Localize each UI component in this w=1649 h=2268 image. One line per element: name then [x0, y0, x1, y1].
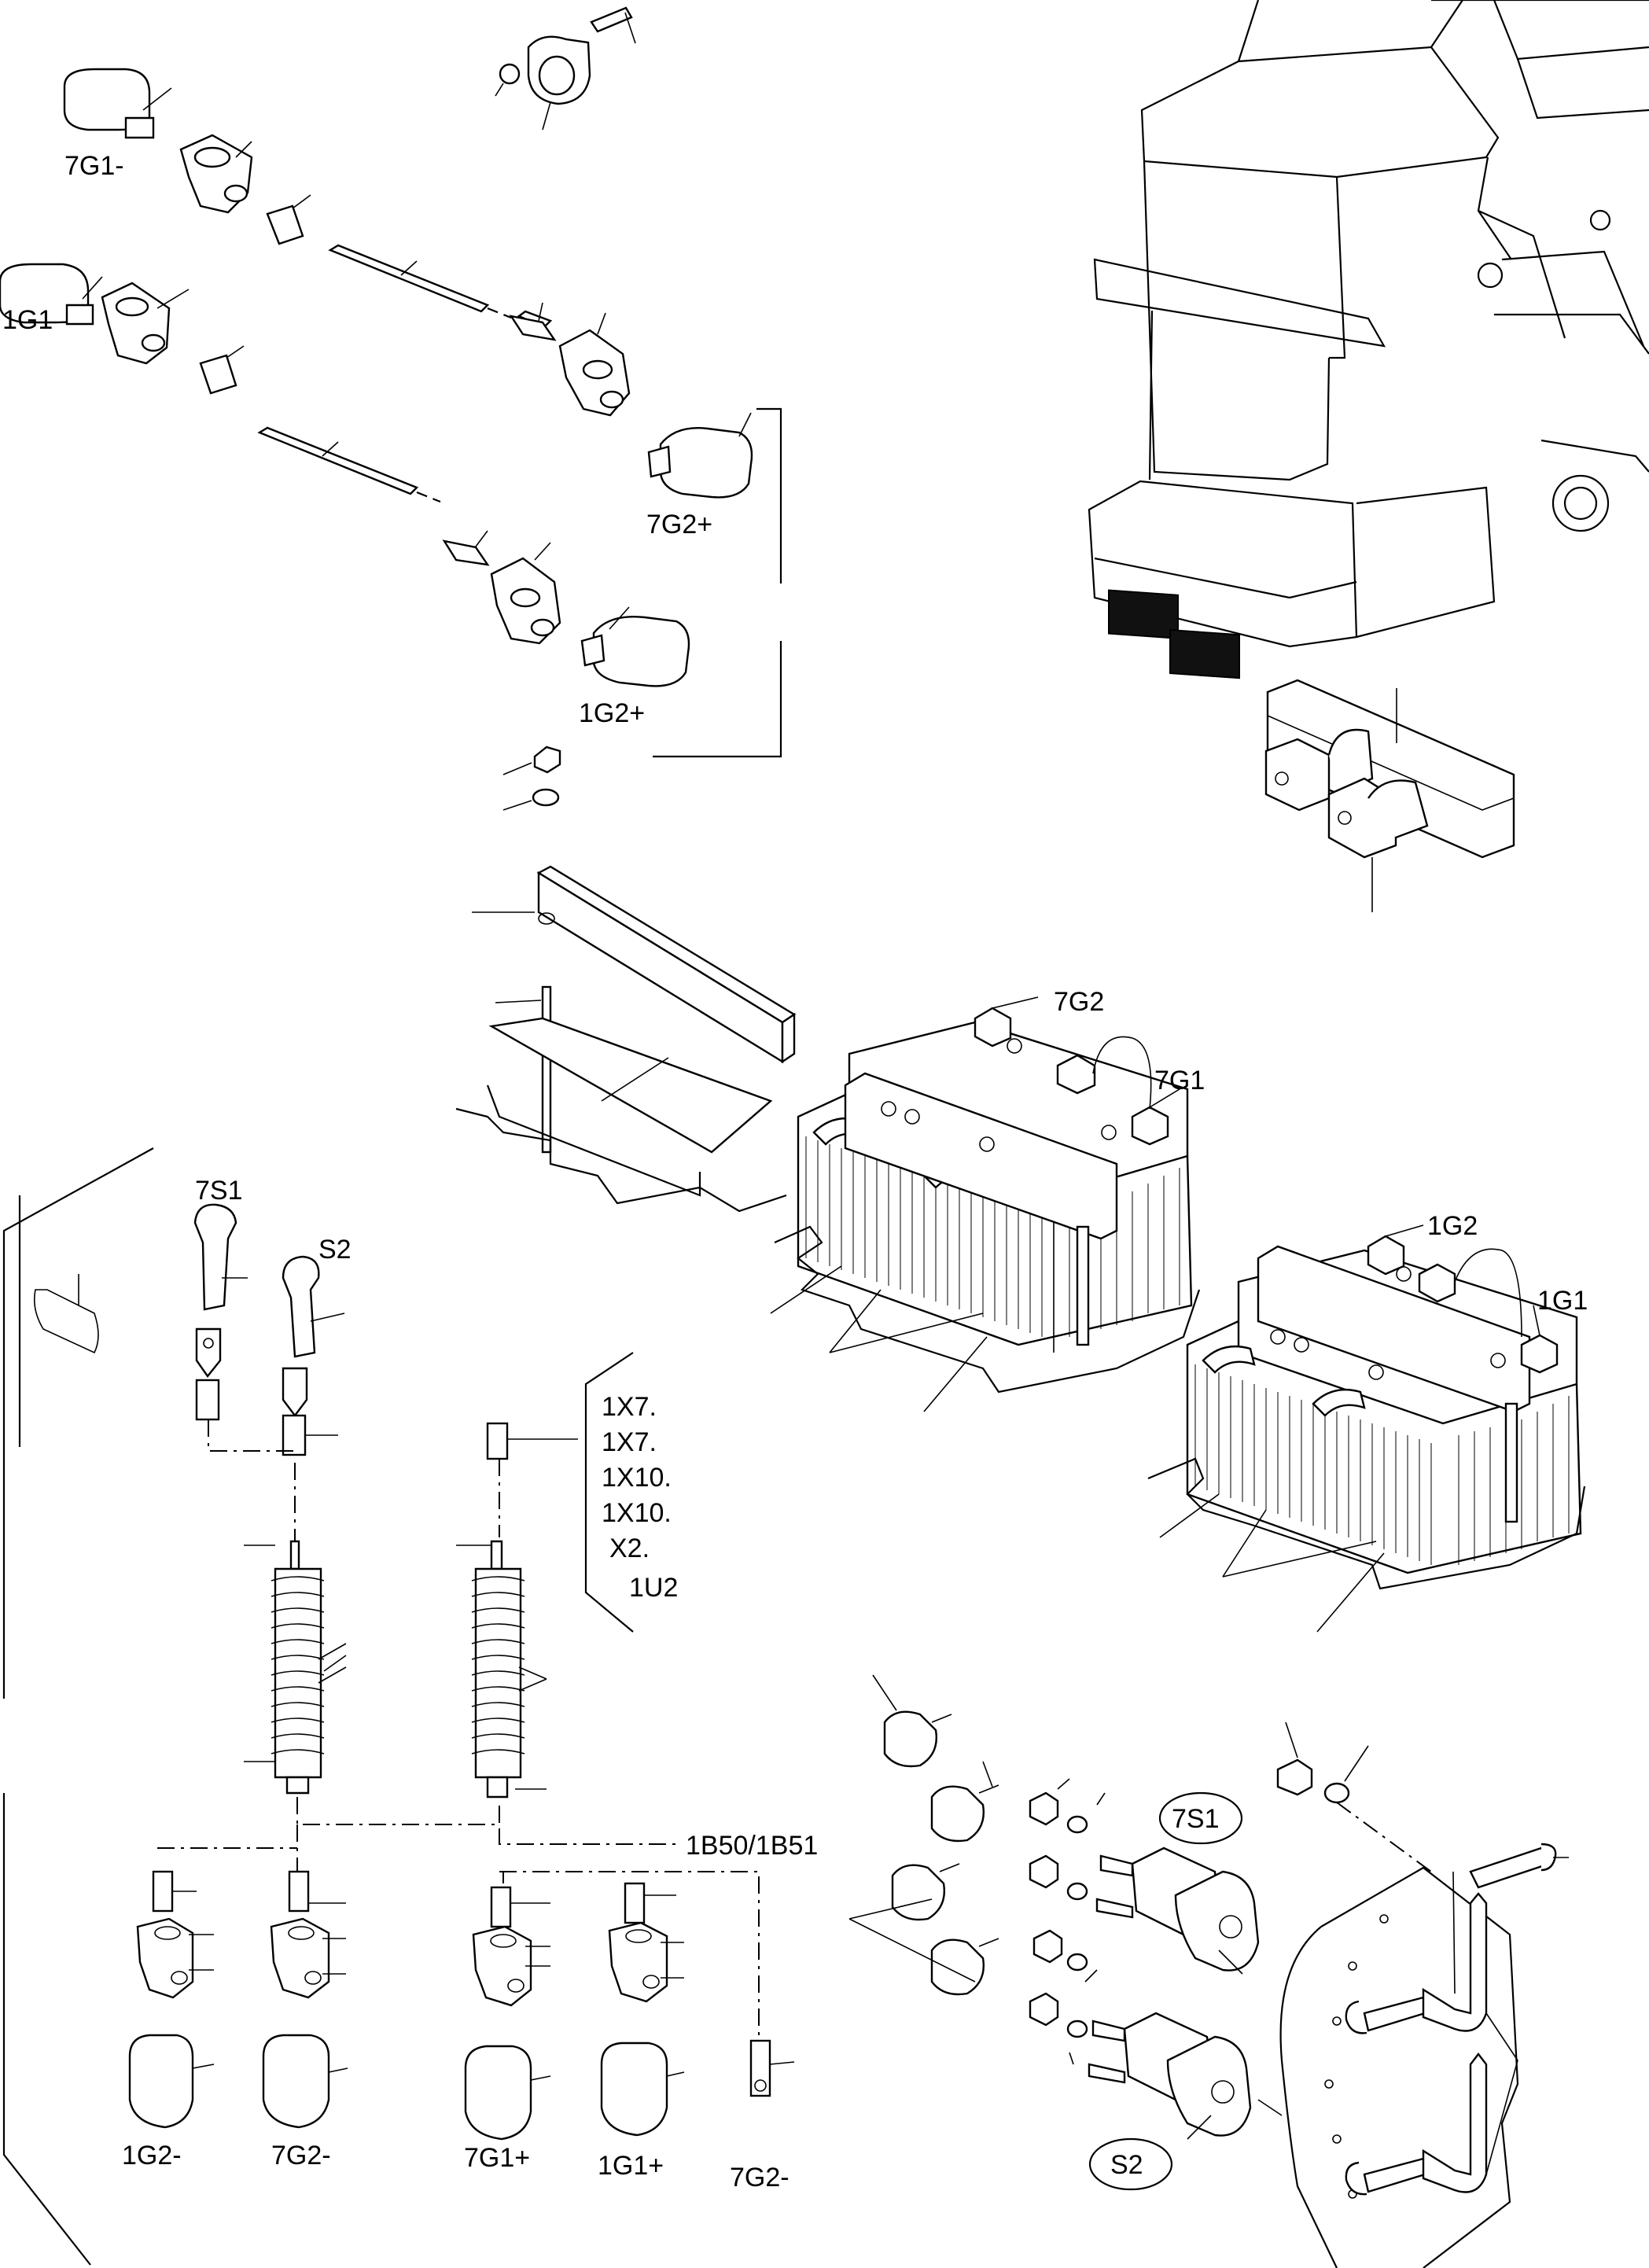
relay-7s1-body — [1095, 1846, 1260, 1975]
top-clip-hardware — [495, 6, 636, 131]
label-battery-7g2: 7G2 — [1054, 987, 1104, 1017]
label-bottom-7g1-plus: 7G1+ — [464, 2143, 530, 2173]
bellows-connectors — [157, 1540, 760, 2037]
label-1g1: 1G1 — [2, 305, 53, 335]
upper-cable-assembly — [63, 68, 631, 417]
label-switch-s2: S2 — [318, 1235, 352, 1265]
ring-lug-7g2-minus — [749, 2039, 795, 2097]
hold-down-bracket — [455, 746, 797, 1213]
lower-cable-assembly — [0, 263, 561, 645]
battery-block-left — [1108, 589, 1179, 639]
battery-pair-1g — [1147, 1224, 1586, 1633]
battery-mounting-rail — [1264, 679, 1515, 912]
label-battery-1g2: 1G2 — [1427, 1211, 1478, 1241]
label-switch-7s1: 7S1 — [195, 1176, 243, 1206]
switch-caps — [193, 1203, 578, 1541]
positive-terminal-caps — [580, 407, 782, 758]
label-conn-1x7-a: 1X7. — [602, 1392, 657, 1422]
labels: 7G1- 1G1 7G2+ 1G2+ 7G2 7G1 1G2 1G1 7S1 S… — [2, 151, 1588, 2193]
bellows-left — [244, 1540, 347, 1795]
mounting-plate-pipes — [1276, 1721, 1569, 2268]
label-1g2-plus: 1G2+ — [579, 698, 645, 728]
label-conn-1x7-b: 1X7. — [602, 1427, 657, 1457]
label-bottom-7g2-minus-lug: 7G2- — [730, 2163, 790, 2193]
battery-pair-7g — [770, 996, 1201, 1412]
label-bottom-1g1-plus: 1G1+ — [598, 2151, 664, 2181]
label-7g1-minus: 7G1- — [64, 151, 124, 181]
label-conn-1u2: 1U2 — [629, 1573, 678, 1603]
label-bottom-1g2-minus: 1G2- — [122, 2141, 182, 2170]
terminal-7g1-plus — [464, 1886, 551, 2141]
label-7g2-plus: 7G2+ — [646, 510, 712, 539]
label-conn-1x10-b: 1X10. — [602, 1498, 672, 1528]
terminal-1g2-minus — [128, 1870, 215, 2129]
relay-s2-body — [1088, 2012, 1252, 2140]
bellows-right — [456, 1540, 547, 1799]
machine-frame-view — [1088, 0, 1649, 679]
label-conn-1x10-a: 1X10. — [602, 1463, 672, 1493]
label-relay-7s1: 7S1 — [1172, 1804, 1220, 1834]
label-battery-7g1: 7G1 — [1154, 1066, 1205, 1095]
battery-block-right — [1169, 628, 1240, 679]
left-panel-outline — [2, 1147, 634, 2266]
label-bottom-7g2-minus: 7G2- — [271, 2141, 331, 2170]
label-conn-x2: X2. — [609, 1533, 650, 1563]
battery-ribs-1g — [1194, 1364, 1570, 1565]
bottom-terminal-row — [128, 1870, 795, 2141]
terminal-7g2-minus — [262, 1870, 348, 2129]
label-battery-1g1: 1G1 — [1537, 1286, 1588, 1316]
solenoid-relay-assembly — [848, 1674, 1283, 2191]
label-relay-s2: S2 — [1110, 2150, 1143, 2180]
label-sensor-1b50: 1B50/1B51 — [686, 1831, 818, 1861]
terminal-1g1-plus — [600, 1882, 685, 2137]
